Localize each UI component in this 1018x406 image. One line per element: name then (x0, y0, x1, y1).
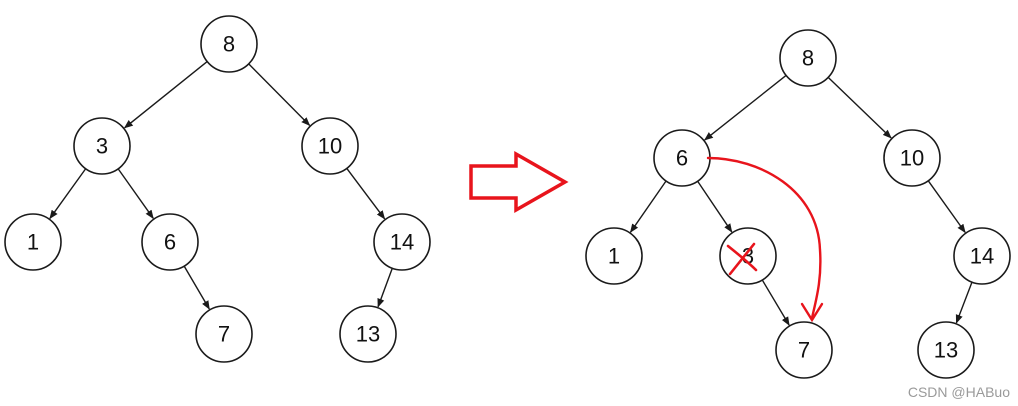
replacement-curve-arrow (706, 156, 822, 320)
tree-after-node-13: 13 (917, 321, 975, 379)
tree-after-node-3: 3 (719, 227, 777, 285)
node-circle (200, 15, 258, 73)
node-label: 14 (390, 230, 414, 255)
node-label: 8 (223, 32, 235, 57)
node-circle (339, 305, 397, 363)
tree-after-edge-m8-m10 (827, 76, 892, 139)
tree-after-edge-m14-m13 (955, 281, 973, 324)
node-label: 13 (934, 338, 958, 363)
tree-after-node-14: 14 (953, 227, 1011, 285)
tree-after-edge-m6-m3 (697, 180, 733, 233)
node-label: 13 (356, 322, 380, 347)
tree-before-node-1: 1 (4, 213, 62, 271)
node-circle (779, 29, 837, 87)
node-circle (73, 117, 131, 175)
tree-before-node-3: 3 (73, 117, 131, 175)
tree-after-node-1: 1 (585, 227, 643, 285)
node-label: 10 (900, 146, 924, 171)
watermark: CSDN @HABuo (907, 384, 1010, 400)
node-label: 3 (96, 134, 108, 159)
node-label: 8 (802, 46, 814, 71)
node-label: 10 (318, 134, 342, 159)
tree-before-edge-n10-n14 (346, 167, 386, 220)
tree-after-edge-m8-m6 (704, 74, 787, 141)
tree-after-edge-m6-m1 (629, 180, 667, 233)
node-circle (953, 227, 1011, 285)
tree-before-edge-n6-n7 (183, 265, 210, 310)
tree-after-node-8: 8 (779, 29, 837, 87)
tree-before-node-7: 7 (195, 305, 253, 363)
node-circle (301, 117, 359, 175)
node-circle (141, 213, 199, 271)
tree-after-edge-m10-m14 (927, 180, 966, 234)
tree-after-edge-m3-m7 (761, 279, 790, 326)
node-label: 1 (27, 230, 39, 255)
node-label: 6 (676, 146, 688, 171)
tree-after-node-6: 6 (653, 129, 711, 187)
node-label: 7 (218, 322, 230, 347)
tree-before-node-13: 13 (339, 305, 397, 363)
delete-cross-mark (726, 242, 758, 276)
tree-before-node-10: 10 (301, 117, 359, 175)
node-label: 6 (164, 230, 176, 255)
tree-before-node-6: 6 (141, 213, 199, 271)
node-circle (917, 321, 975, 379)
node-circle (883, 129, 941, 187)
node-circle (4, 213, 62, 271)
transition-arrow-icon (469, 150, 569, 214)
node-circle (373, 213, 431, 271)
tree-after-node-10: 10 (883, 129, 941, 187)
replacement-curve-arrowhead (800, 302, 824, 323)
tree-before-edge-n14-n13 (377, 268, 393, 308)
node-circle (195, 305, 253, 363)
tree-before-edge-n3-n6 (117, 168, 154, 220)
edges-layer (49, 60, 973, 326)
tree-before-edge-n3-n1 (49, 168, 87, 220)
node-label: 14 (970, 244, 994, 269)
node-label: 1 (608, 244, 620, 269)
node-label: 7 (798, 338, 810, 363)
node-circle (775, 321, 833, 379)
tree-before-node-14: 14 (373, 213, 431, 271)
tree-before-edge-n8-n3 (123, 60, 208, 129)
tree-before-edge-n8-n10 (248, 63, 311, 127)
tree-before-node-8: 8 (200, 15, 258, 73)
tree-after-node-7: 7 (775, 321, 833, 379)
node-circle (585, 227, 643, 285)
